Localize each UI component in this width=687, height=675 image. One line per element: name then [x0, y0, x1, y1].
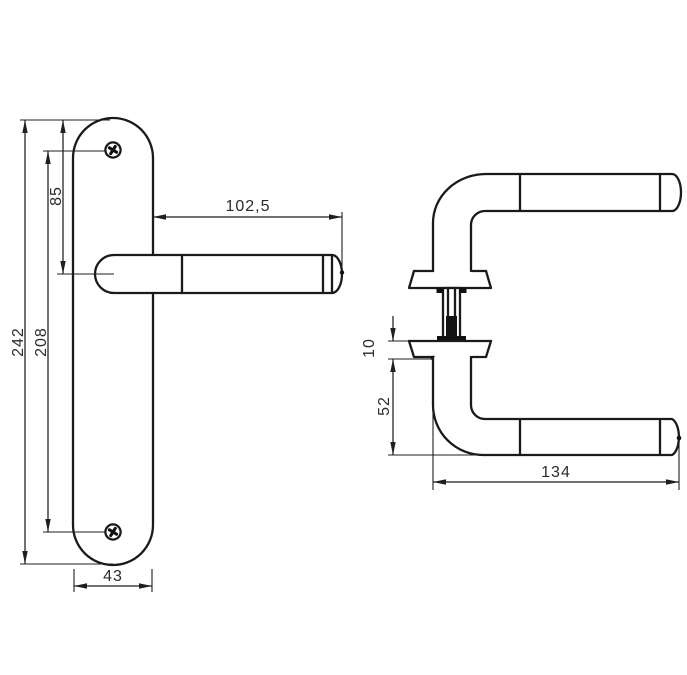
dim-top-to-lever-label: 85 [48, 186, 65, 206]
dim-screw-spacing: 208 [33, 150, 105, 533]
rose-upper [407, 269, 493, 290]
lever-front [93, 253, 344, 295]
backplate [71, 116, 155, 567]
dim-lever-drop-label: 52 [376, 396, 393, 416]
spindle [436, 286, 467, 341]
rose-lower [407, 339, 493, 361]
lever-side-lower [431, 355, 681, 457]
dim-screw-spacing-label: 208 [33, 327, 50, 357]
screw-bottom-icon [104, 523, 122, 541]
dim-lever-drop: 52 [376, 359, 482, 456]
dim-plate-width: 43 [73, 568, 153, 592]
dim-lever-beyond-plate: 102,5 [153, 198, 345, 275]
dim-lever-beyond-plate-label: 102,5 [225, 198, 270, 215]
dim-top-to-lever: 85 [48, 120, 114, 275]
screw-top-icon [104, 141, 122, 159]
lever-end-dot [676, 435, 682, 441]
dim-plate-height-label: 242 [10, 327, 27, 357]
lever-side-upper [431, 172, 683, 273]
dim-rose-thickness-label: 10 [361, 338, 378, 358]
dim-plate-width-label: 43 [103, 568, 123, 585]
dim-lever-length: 134 [432, 407, 682, 490]
front-view: 242 208 85 102,5 43 [10, 116, 345, 592]
side-view: 10 52 134 [361, 172, 683, 490]
spindle-bar [446, 316, 457, 339]
dim-lever-length-label: 134 [541, 464, 571, 481]
